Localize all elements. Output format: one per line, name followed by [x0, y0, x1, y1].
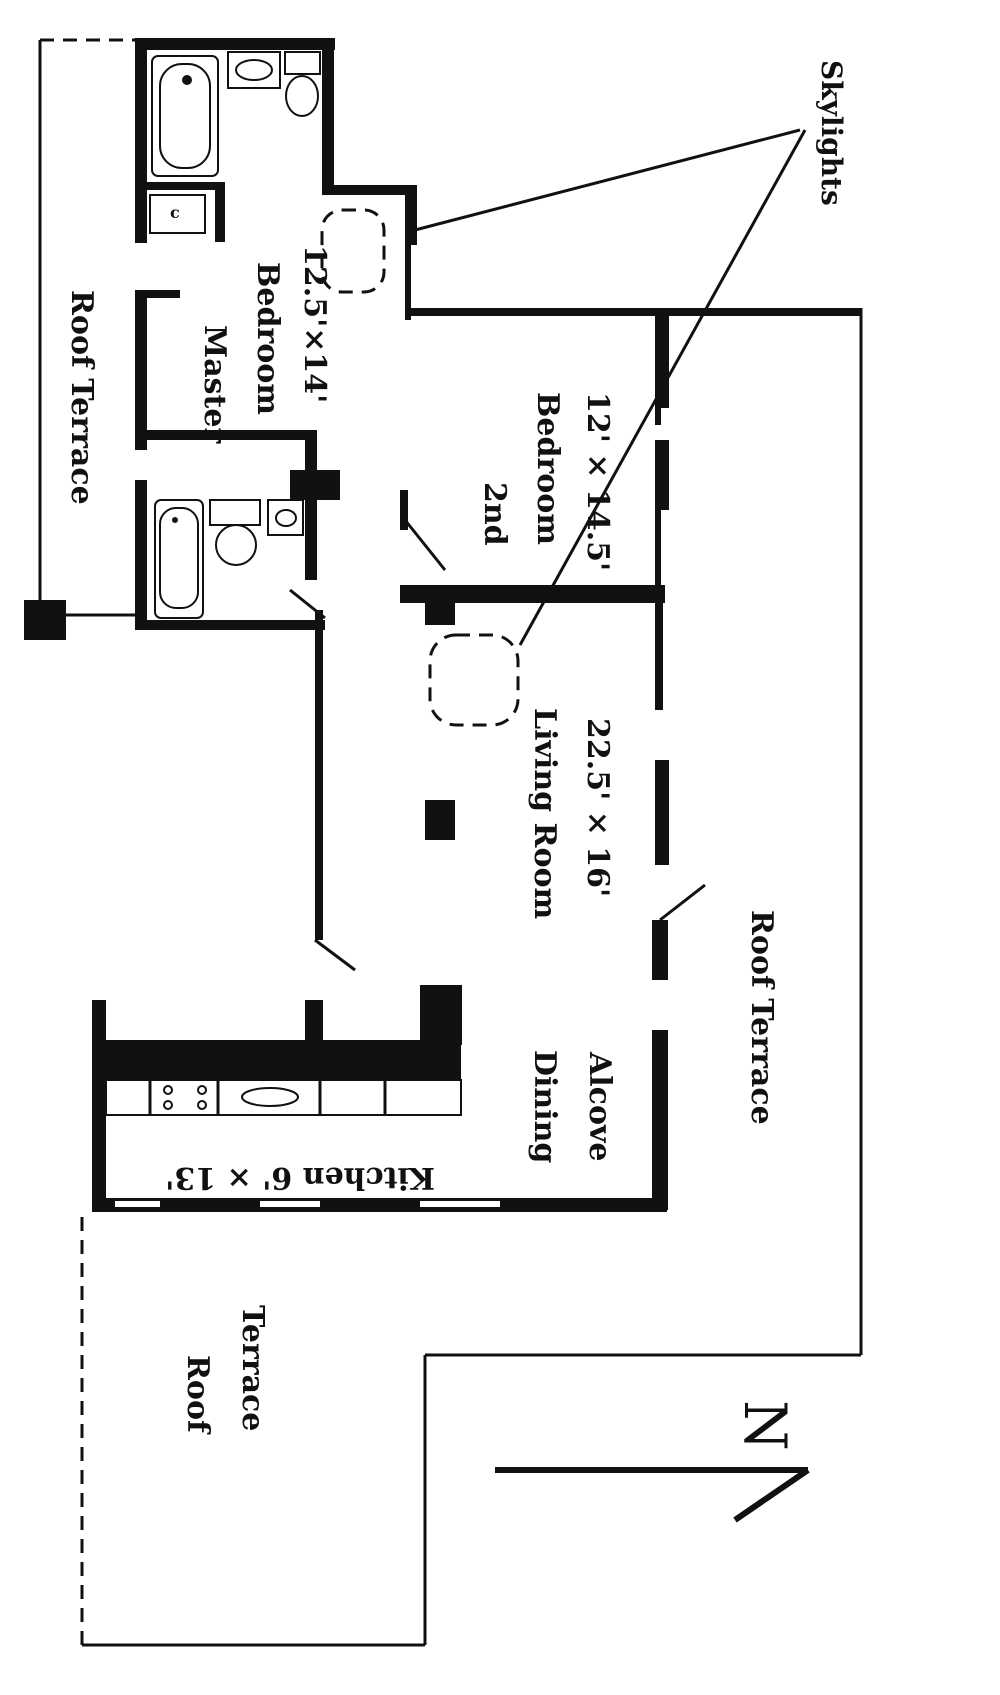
roof-terrace-west-label: Roof Terrace	[64, 290, 99, 505]
roof-terrace-south-label-2: Terrace	[235, 1305, 270, 1431]
master-bedroom-label-1: Master	[197, 325, 232, 444]
roof-terrace-west-outline	[24, 38, 135, 640]
dining-label-2: Alcove	[582, 1051, 617, 1161]
skylights-label: Skylights	[815, 60, 848, 206]
living-room-dims: 22.5' × 16'	[580, 718, 615, 897]
north-arrow	[495, 1467, 810, 1523]
second-bedroom-dims: 12' × 14.5'	[580, 392, 615, 571]
dining-label-1: Dining	[527, 1050, 562, 1163]
roof-terrace-east-label: Roof Terrace	[744, 910, 779, 1125]
lower-bathroom-fixtures	[154, 499, 304, 619]
second-bedroom-label-2: Bedroom	[530, 392, 565, 545]
living-room-walls	[92, 588, 706, 1212]
roof-terrace-south-label-1: Roof	[180, 1355, 215, 1435]
kitchen-label: Kitchen 6' × 13'	[165, 1160, 435, 1195]
second-bedroom-walls	[400, 308, 861, 625]
master-wing-walls	[135, 38, 417, 630]
roof-terrace-east-outline	[80, 308, 863, 1647]
upper-bathroom-fixtures: c	[149, 51, 321, 234]
north-label: N	[731, 1400, 799, 1451]
skylights	[320, 128, 807, 727]
kitchen-counter	[105, 1079, 462, 1116]
master-bedroom-label-2: Bedroom	[250, 262, 285, 415]
svg-text:c: c	[170, 203, 180, 222]
second-bedroom-label-1: 2nd	[477, 482, 512, 546]
master-bedroom-dims: 12.5'×14'	[297, 245, 332, 403]
living-room-label: Living Room	[527, 708, 562, 920]
